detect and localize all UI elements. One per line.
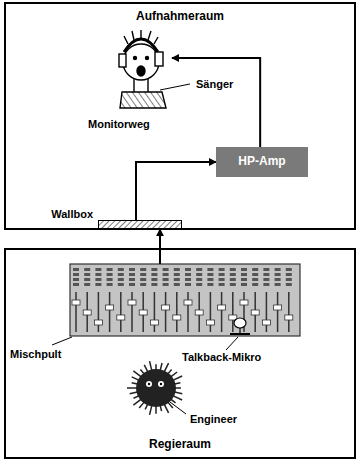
- singer-figure: [119, 30, 166, 108]
- amp-label: HP-Amp: [238, 155, 285, 169]
- part-label: Talkback-Mikro: [180, 351, 263, 364]
- room-box: AufnahmeraumSängerHP-AmpWallbox: [4, 2, 356, 230]
- talkback-mic: [230, 318, 250, 334]
- wallbox-hatch: [98, 220, 182, 229]
- wallbox-bar: Wallbox: [98, 220, 182, 229]
- leader-line: [170, 402, 186, 414]
- room-heading: Aufnahmeraum: [6, 10, 354, 24]
- leader-line: [52, 337, 72, 345]
- mixing-console: [70, 264, 300, 336]
- leader-line: [226, 337, 238, 350]
- signal-arrow: [172, 58, 260, 147]
- edge-label: Monitorweg: [86, 118, 152, 131]
- signal-arrow: [136, 162, 216, 220]
- wallbox-label: Wallbox: [49, 208, 95, 221]
- console-label: Mischpult: [10, 348, 61, 361]
- singer-node: Sänger: [114, 30, 172, 114]
- leader-line: [160, 84, 190, 90]
- part-label: Engineer: [188, 413, 239, 426]
- amp-box: HP-Amp: [216, 147, 308, 177]
- console-node: Mischpult: [70, 264, 304, 340]
- engineer-figure: [127, 361, 182, 415]
- singer-label: Sänger: [196, 78, 233, 91]
- room-heading: Regieraum: [6, 438, 354, 452]
- signal-arrow: [159, 229, 161, 264]
